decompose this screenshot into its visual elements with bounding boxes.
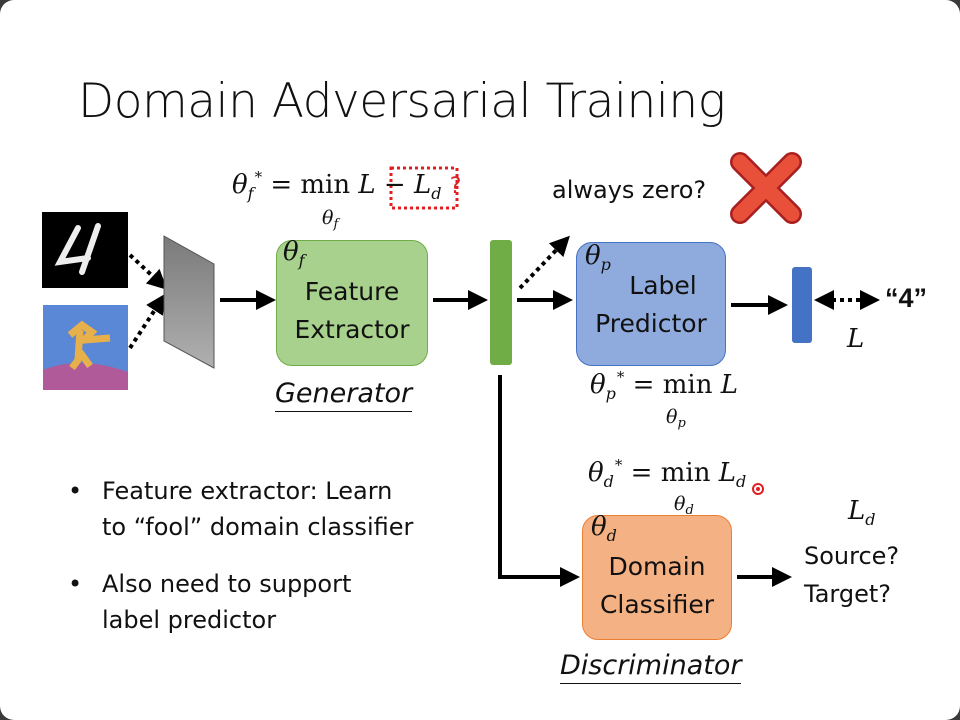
formula-p-under: θp [666, 406, 686, 431]
formula-domain-classifier: θd* = min Ld [588, 456, 747, 491]
formula-feature-extractor: θf* = min L − Ld ? [232, 168, 462, 203]
formula-d-under: θd [674, 493, 694, 518]
loss-Ld: Ld [848, 496, 876, 529]
formula-label-predictor: θp* = min L [590, 368, 738, 403]
loss-L: L [847, 324, 865, 354]
output-label-4: “4” [885, 283, 928, 313]
theta-p: θp [585, 241, 611, 274]
arrow-to-discriminator [498, 375, 580, 587]
label-vector [792, 267, 812, 343]
mnistm-image [43, 305, 128, 390]
discriminator-label: Discriminator [560, 650, 742, 684]
formula-under: θf [322, 207, 339, 232]
red-x-icon [730, 152, 802, 224]
domain-classifier-box: θd Domain Classifier [582, 512, 732, 640]
mnist-image [42, 212, 128, 288]
generator-label: Generator [275, 378, 413, 412]
dotted-highlight-box [389, 166, 459, 210]
label-predictor-box: θp Label Predictor [576, 241, 726, 366]
dotted-arrow-up [518, 235, 570, 290]
theta-d: θd [591, 512, 617, 545]
dotted-arrow-target [128, 293, 166, 350]
slide-title: Domain Adversarial Training [78, 74, 726, 129]
feature-vector [490, 240, 512, 365]
always-zero-label: always zero? [552, 176, 707, 204]
pointer-dot [752, 483, 764, 495]
theta-f: θf [283, 237, 305, 270]
dotted-arrow-source [128, 253, 168, 290]
domain-outputs: Source? Target? [804, 542, 900, 608]
input-layer [163, 235, 215, 369]
feature-extractor-box: θf Feature Extractor [276, 237, 428, 366]
